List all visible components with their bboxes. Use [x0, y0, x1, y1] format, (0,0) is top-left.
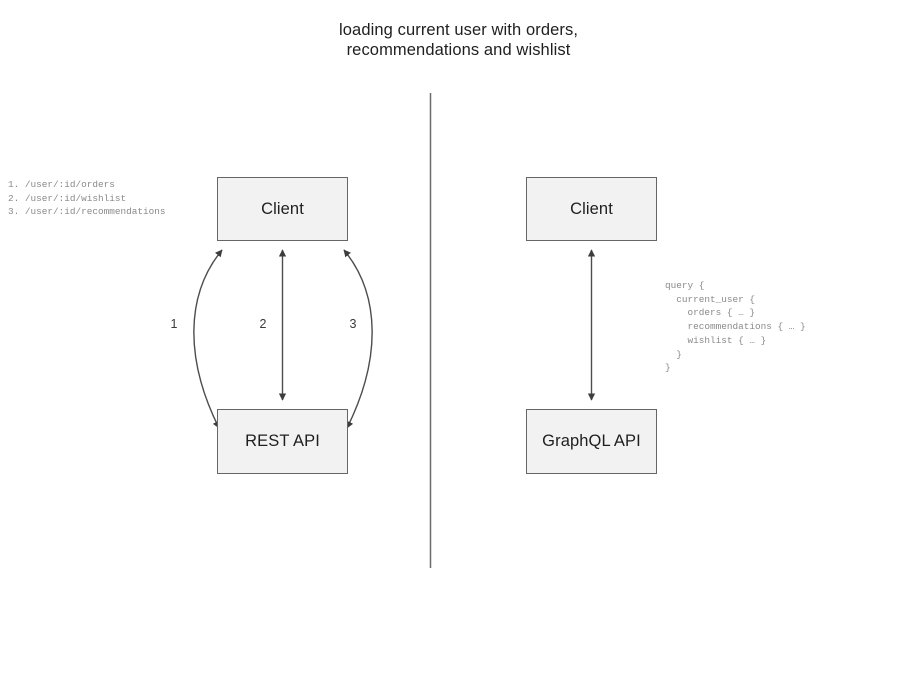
- node-rest-api[interactable]: REST API: [217, 409, 348, 474]
- edge-label-2: 2: [259, 317, 267, 331]
- node-client-graphql[interactable]: Client: [526, 177, 657, 241]
- node-client-rest[interactable]: Client: [217, 177, 348, 241]
- node-graphql-api[interactable]: GraphQL API: [526, 409, 657, 474]
- diagram-title: loading current user with orders, recomm…: [339, 21, 578, 59]
- edge-1-curve: [193, 249, 223, 429]
- edge-label-3: 3: [349, 317, 357, 331]
- edge-label-1: 1: [170, 317, 178, 331]
- edge-3-curve: [343, 249, 373, 429]
- graphql-query-code: query { current_user { orders { … } reco…: [665, 280, 806, 374]
- rest-endpoint-list: 1. /user/:id/orders 2. /user/:id/wishlis…: [8, 179, 166, 218]
